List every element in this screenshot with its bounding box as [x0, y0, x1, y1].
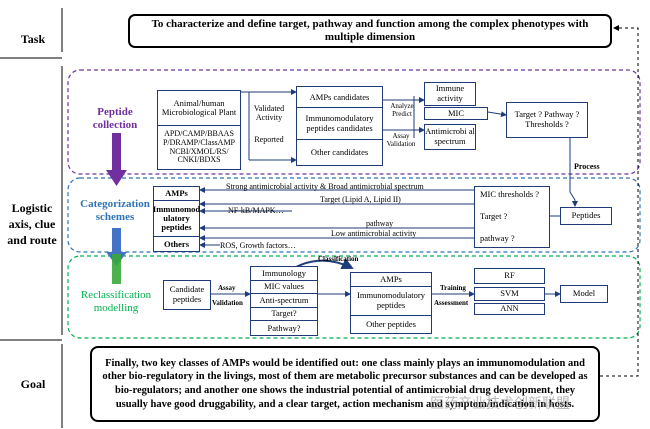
model-ann-box: ANN — [474, 303, 545, 315]
assay-pathway: Pathway? — [267, 322, 301, 333]
question-pathway: pathway ? — [480, 233, 515, 244]
class-immuno: Immunomod ulatory peptides — [153, 201, 200, 238]
training-label: Training — [440, 284, 466, 292]
assay-label: Assay — [218, 284, 236, 292]
assay-anti-spectrum: Anti-spectrum — [251, 294, 317, 308]
phase-categorization: Categorization schemes — [80, 198, 150, 223]
questions-box: MIC thresholds ? Target ? pathway ? — [474, 186, 550, 248]
assessment-label: Assessment — [434, 299, 469, 307]
validation-label: Validation — [212, 299, 243, 307]
arrow-reclassification-shaft — [112, 254, 121, 284]
model-svm-box: SVM — [474, 287, 545, 301]
target-pathway-thresholds-box: Target ? Pathway ? Thresholds ? — [506, 102, 588, 138]
reclass-immuno: Immunomodulatory peptides — [351, 287, 431, 316]
assay-target: Target? — [251, 308, 317, 322]
assay-immunology: Immunology — [251, 267, 317, 281]
reclass-other: Other peptides — [366, 318, 416, 329]
ros-label: ROS, Growth factors… — [220, 241, 296, 250]
classification-label: Classification — [318, 255, 359, 263]
goal-text: Finally, two key classes of AMPs would b… — [102, 357, 588, 410]
analyze-predict-label: Analyze Predict — [390, 102, 414, 119]
phase-peptide-collection: Peptide collection — [92, 106, 138, 131]
section-label-goal: Goal — [20, 377, 46, 391]
phase-frame-collection — [67, 69, 641, 175]
question-target: Target ? — [480, 211, 508, 222]
databases-cell: APD/CAMP/BBAAS P/DRAMP/ClassAMP NCBI/XMO… — [162, 128, 236, 165]
sources-stack: Animal/human Microbiological Plant APD/C… — [157, 90, 241, 170]
phase-frame-reclassification — [67, 255, 641, 339]
peptides-box: Peptides — [560, 207, 612, 225]
task-box: To characterize and define target, pathw… — [128, 14, 612, 48]
task-text: To characterize and define target, pathw… — [151, 18, 589, 43]
reclass-classes: AMPs Immunomodulatory peptides Other pep… — [350, 272, 432, 334]
reclass-amps: AMPs — [351, 273, 431, 287]
process-label: Process — [574, 162, 600, 171]
candidate-peptides-box: Candidate peptides — [163, 280, 211, 310]
antimicrobial-spectrum-box: Antimicrobi al spectrum — [424, 124, 476, 150]
arrow-collection-shaft — [112, 133, 121, 173]
assay-mic-values: MIC values — [251, 281, 317, 295]
section-label-logistic: Logistic axis, clue and route — [7, 201, 57, 248]
phase-frame-categorization — [67, 177, 641, 253]
phase-reclassification: Reclassification modelling — [80, 289, 152, 314]
class-others: Others — [163, 238, 190, 249]
candidate-other: Other candidates — [310, 146, 369, 157]
low-activity-label: Low antimicrobial activity — [331, 229, 417, 238]
class-amps: AMPs — [154, 187, 199, 201]
model-rf-box: RF — [474, 268, 545, 284]
arrow-collection-head — [106, 170, 127, 186]
question-mic: MIC thresholds ? — [480, 189, 540, 199]
categorization-classes: AMPs Immunomod ulatory peptides Others — [153, 186, 200, 252]
reported-label: Reported — [254, 135, 284, 144]
arrow-categorization-shaft — [112, 228, 121, 254]
assay-validation-label: Assay Validation — [386, 132, 416, 149]
mic-box: MIC — [424, 107, 488, 120]
candidate-immuno: Immunomodulatory peptides candidates — [297, 108, 382, 140]
candidate-amps: AMPs candidates — [297, 87, 382, 109]
watermark: 医药产业技术创新联盟 — [430, 396, 570, 412]
candidates-stack: AMPs candidates Immunomodulatory peptide… — [296, 86, 383, 166]
strong-activity-label: Strong antimicrobial activity & Broad an… — [226, 182, 424, 191]
sources-cell: Animal/human Microbiological Plant — [158, 91, 240, 127]
immune-activity-box: Immune activity — [424, 82, 476, 106]
pathway-label: pathway — [366, 219, 394, 228]
assays-stack: Immunology MIC values Anti-spectrum Targ… — [250, 266, 318, 336]
nfkb-label: NF-kB/MAPK… — [228, 206, 284, 215]
model-box: Model — [560, 285, 608, 303]
target-lipid-label: Target (Lipid A, Lipid II) — [320, 195, 401, 204]
goal-box: Finally, two key classes of AMPs would b… — [90, 346, 600, 422]
validated-activity-label: Validated Activity — [253, 104, 285, 123]
section-label-task: Task — [20, 32, 46, 46]
